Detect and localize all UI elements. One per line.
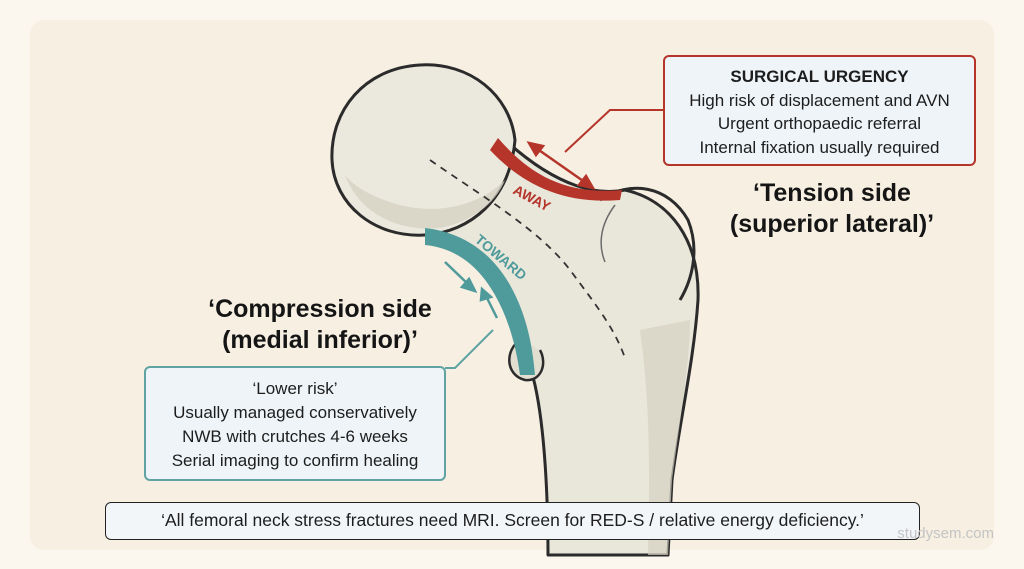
footer-note-text: ‘All femoral neck stress fractures need … (161, 510, 864, 530)
urgency-line-3: Internal fixation usually required (699, 137, 940, 157)
lower-risk-line-2: Usually managed conservatively (173, 403, 417, 422)
compression-band (425, 228, 535, 375)
urgency-leader-line (564, 109, 665, 153)
lower-risk-box: ‘Lower risk’ Usually managed conservativ… (144, 366, 446, 481)
tension-side-label: ‘Tension side (superior lateral)’ (722, 178, 942, 240)
compression-arrows (444, 261, 499, 319)
urgency-line-1: High risk of displacement and AVN (689, 90, 950, 110)
watermark: studysem.com (897, 525, 994, 542)
tension-double-arrow (526, 141, 596, 190)
trochanter-inner-line (600, 204, 616, 263)
lower-risk-line-4: Serial imaging to confirm healing (171, 451, 419, 470)
lower-risk-leader-line (445, 329, 494, 369)
compression-label-line-1: ‘Compression side (208, 295, 432, 323)
fracture-line (429, 159, 626, 359)
lower-risk-line-1: ‘Lower risk’ (252, 379, 338, 398)
head-shading (345, 175, 505, 229)
surgical-urgency-box: SURGICAL URGENCY High risk of displaceme… (663, 55, 976, 166)
compression-label-line-2: (medial inferior)’ (222, 326, 418, 354)
greater-trochanter (599, 186, 696, 301)
femoral-head (330, 63, 517, 237)
urgency-line-2: Urgent orthopaedic referral (717, 114, 922, 133)
compression-side-label: ‘Compression side (medial inferior)’ (200, 294, 440, 356)
tension-band (490, 138, 622, 201)
tension-label-line-2: (superior lateral)’ (729, 210, 935, 238)
shaft-shading (640, 320, 690, 555)
footer-note: ‘All femoral neck stress fractures need … (105, 502, 920, 540)
tension-label-line-1: ‘Tension side (753, 179, 911, 207)
surgical-urgency-title: SURGICAL URGENCY (730, 67, 909, 86)
lower-risk-line-3: NWB with crutches 4-6 weeks (182, 427, 408, 446)
